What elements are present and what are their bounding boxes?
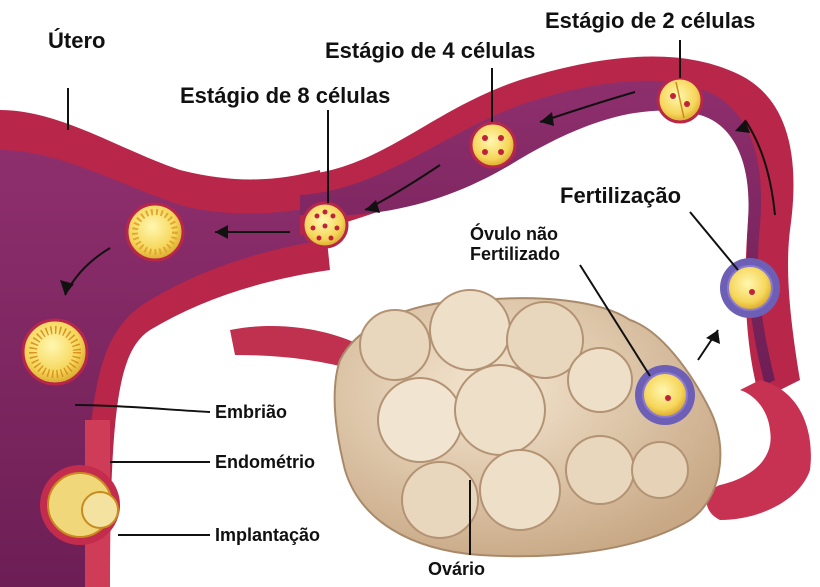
morula-cell [127, 204, 183, 260]
embryo-cell [23, 320, 87, 384]
label-endometrio: Endométrio [215, 452, 315, 472]
cell-4-stage [471, 123, 515, 167]
label-fertilizacao: Fertilização [560, 183, 681, 208]
cell-8-stage [303, 203, 347, 247]
fertilized-egg [720, 258, 780, 318]
label-estagio-4: Estágio de 4 células [325, 38, 535, 63]
label-estagio-8: Estágio de 8 células [180, 83, 390, 108]
label-estagio-2: Estágio de 2 células [545, 8, 755, 33]
label-ovario: Ovário [428, 559, 485, 579]
label-ovulo-line1: Óvulo não [470, 223, 558, 244]
unfertilized-egg [635, 365, 695, 425]
cell-2-stage [658, 78, 702, 122]
label-implantacao: Implantação [215, 525, 320, 545]
label-embriao: Embrião [215, 402, 287, 422]
label-utero: Útero [48, 28, 105, 53]
implantation-cell [40, 465, 120, 545]
label-ovulo-line2: Fertilizado [470, 244, 560, 264]
